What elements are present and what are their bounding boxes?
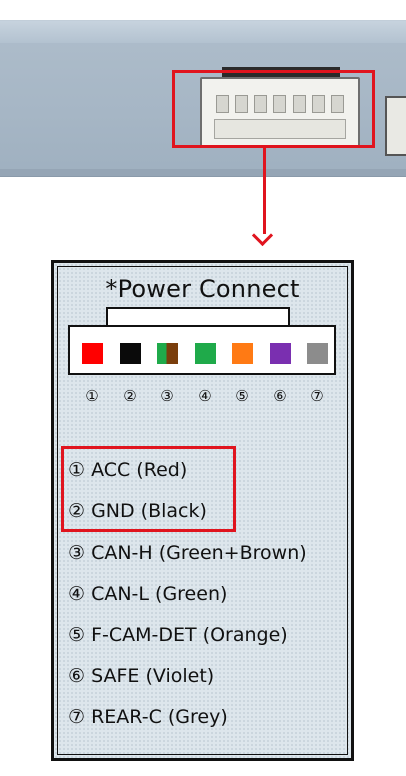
pin-2-number: ② — [123, 387, 137, 405]
pin-4-number: ④ — [198, 387, 212, 405]
plug-key-tab — [106, 307, 290, 327]
pinout-panel: *Power Connect ① ② ③ ④ ⑤ ⑥ ⑦ ① ACC (Red) ② GND… — [51, 260, 354, 761]
legend-item-can-l: ④ CAN-L (Green) — [68, 583, 228, 605]
connector-pin — [235, 95, 249, 113]
callout-arrow-head-icon — [251, 224, 274, 247]
legend-item-safe: ⑥ SAFE (Violet) — [68, 665, 215, 687]
pin-3-number: ③ — [160, 387, 174, 405]
pin-5-color — [232, 343, 253, 364]
connector-pin — [330, 95, 344, 113]
connector-pin — [254, 95, 268, 113]
connector-pin — [216, 95, 229, 113]
connector-highlight-box — [172, 70, 375, 148]
pin-7-color — [307, 343, 328, 364]
connector-pin — [311, 95, 325, 113]
legend-item-gnd: ② GND (Black) — [68, 500, 207, 522]
legend-item-f-cam-det: ⑤ F-CAM-DET (Orange) — [68, 624, 288, 646]
legend-item-can-h: ③ CAN-H (Green+Brown) — [68, 542, 307, 564]
pin-4-color — [195, 343, 216, 364]
legend-item-rear-c: ⑦ REAR-C (Grey) — [68, 706, 228, 728]
connector-pin-row — [216, 95, 344, 115]
pin-3-color — [157, 343, 178, 364]
device-bottom-edge — [0, 169, 406, 176]
pin-6-number: ⑥ — [273, 387, 287, 405]
pin-2-color — [120, 343, 141, 364]
device-housing — [0, 20, 406, 177]
power-pins-highlight-box — [61, 446, 236, 532]
connector-lip — [214, 119, 346, 139]
pin-1-number: ① — [85, 387, 99, 405]
connector-pin — [292, 95, 306, 113]
legend-item-acc: ① ACC (Red) — [68, 459, 188, 481]
device-connector — [200, 77, 360, 147]
pin-7-number: ⑦ — [310, 387, 324, 405]
pinout-panel-inner-border — [57, 266, 348, 755]
callout-arrow-line — [263, 148, 266, 234]
pin-1-color — [82, 343, 103, 364]
pin-6-color — [270, 343, 291, 364]
connector-pin — [273, 95, 287, 113]
side-connector — [385, 96, 406, 156]
device-top-band — [0, 21, 406, 43]
pin-5-number: ⑤ — [235, 387, 249, 405]
panel-title: *Power Connect — [105, 275, 300, 303]
